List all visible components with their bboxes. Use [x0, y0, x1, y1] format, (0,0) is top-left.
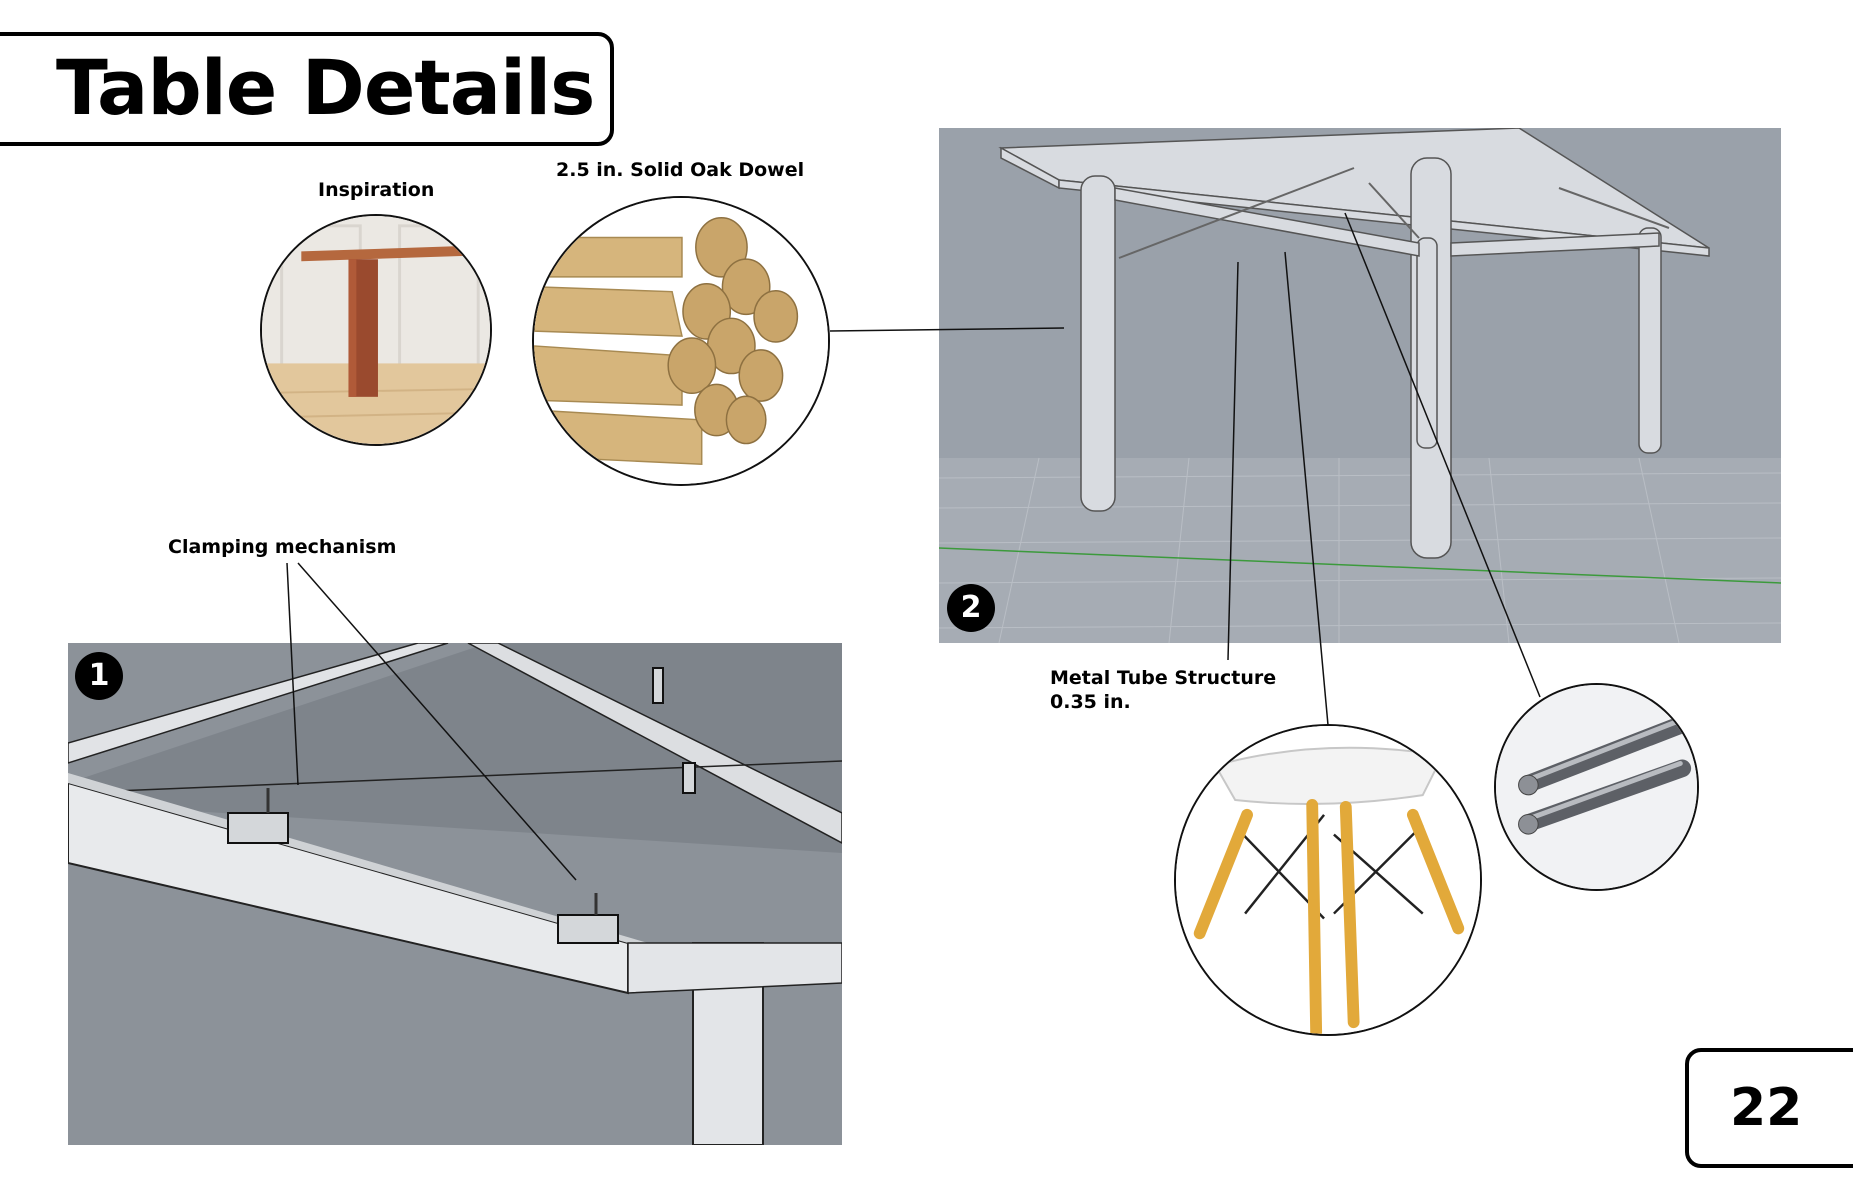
- page-number: 22: [1730, 1078, 1803, 1138]
- clamping-label: Clamping mechanism: [168, 536, 397, 558]
- oak-dowel-image: [532, 196, 830, 486]
- dowel-label: 2.5 in. Solid Oak Dowel: [556, 159, 805, 181]
- clamping-render-1: [68, 643, 842, 1145]
- render-1-badge: 1: [75, 652, 123, 700]
- metal-tube-label: Metal Tube Structure: [1050, 667, 1277, 689]
- chair-image: [1174, 724, 1482, 1036]
- table-render-2: [939, 128, 1781, 643]
- title-box: [0, 32, 614, 146]
- page-number-box: [1685, 1048, 1853, 1168]
- render-2-badge: 2: [947, 584, 995, 632]
- page-title: Table Details: [56, 43, 595, 132]
- inspiration-image: [260, 214, 492, 446]
- metal-tube-size-label: 0.35 in.: [1050, 691, 1131, 713]
- inspiration-label: Inspiration: [318, 179, 435, 201]
- metal-rods-image: [1494, 683, 1699, 891]
